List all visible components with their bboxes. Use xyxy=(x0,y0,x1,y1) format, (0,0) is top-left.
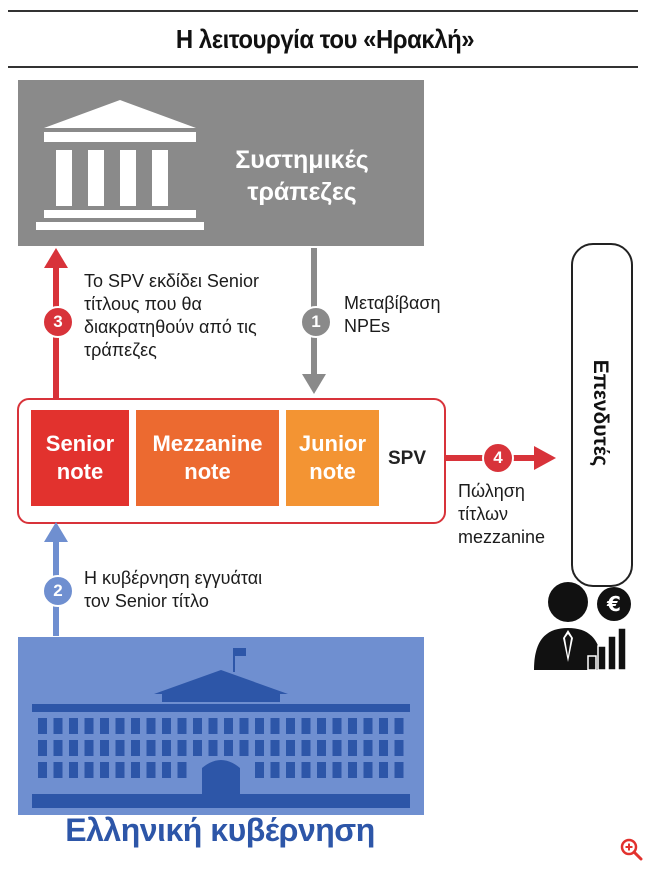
government-window xyxy=(270,740,280,756)
investors-box xyxy=(571,243,633,587)
government-window xyxy=(394,718,404,734)
government-window xyxy=(115,718,125,734)
government-window xyxy=(162,762,171,778)
government-window xyxy=(255,718,264,734)
step4-text: Πώληση τίτλων mezzanine xyxy=(458,481,546,547)
banks-box xyxy=(18,80,424,246)
bank-building-icon xyxy=(36,100,204,230)
government-window xyxy=(177,740,187,756)
government-window xyxy=(38,762,47,778)
government-window xyxy=(69,718,78,734)
step3-text: Το SPV εκδίδει Senior τίτλους που θα δια… xyxy=(84,271,259,360)
government-window xyxy=(100,762,109,778)
spv-label: SPV xyxy=(388,448,427,469)
government-windows xyxy=(38,718,404,794)
government-window xyxy=(38,718,47,734)
step2-badge: 2 xyxy=(42,575,74,607)
government-window xyxy=(332,718,342,734)
government-window xyxy=(286,740,295,756)
tranche-junior: Junior note xyxy=(286,410,379,506)
government-window xyxy=(317,718,326,734)
government-window xyxy=(363,740,373,756)
government-window xyxy=(348,762,357,778)
government-door xyxy=(202,760,240,794)
government-window xyxy=(317,762,326,778)
government-window xyxy=(301,762,311,778)
government-window xyxy=(379,740,388,756)
government-window xyxy=(286,762,295,778)
parliament-building-icon xyxy=(32,648,410,808)
government-window xyxy=(348,740,357,756)
government-window xyxy=(177,762,187,778)
tranche-senior: Senior note xyxy=(31,410,129,506)
government-window xyxy=(224,718,233,734)
government-window xyxy=(208,740,218,756)
government-window xyxy=(162,740,171,756)
government-window xyxy=(239,740,249,756)
government-window xyxy=(53,762,63,778)
government-window xyxy=(394,740,404,756)
government-window xyxy=(146,740,156,756)
government-window xyxy=(84,718,94,734)
government-window xyxy=(270,762,280,778)
government-window xyxy=(270,718,280,734)
zoom-in-icon[interactable] xyxy=(619,837,643,861)
tranche-mezzanine-label: Mezzanine note xyxy=(152,431,263,484)
step4-badge: 4 xyxy=(482,442,514,474)
government-window xyxy=(363,718,373,734)
step1-badge: 1 xyxy=(300,306,332,338)
banks-label: Συστημικές τράπεζες xyxy=(235,146,369,206)
government-window xyxy=(208,718,218,734)
government-label: Ελληνική κυβέρνηση xyxy=(65,812,375,848)
government-window xyxy=(131,718,140,734)
government-window xyxy=(239,718,249,734)
government-window xyxy=(394,762,404,778)
government-window xyxy=(301,718,311,734)
investor-icon: € xyxy=(534,582,631,671)
step1-text: Μεταβίβαση NPEs xyxy=(344,293,441,336)
government-window xyxy=(255,740,264,756)
government-window xyxy=(100,740,109,756)
title-rule-bottom xyxy=(8,66,638,68)
government-window xyxy=(317,740,326,756)
title-rule-top xyxy=(8,10,638,12)
government-window xyxy=(193,718,202,734)
government-window xyxy=(162,718,171,734)
step2-text: Η κυβέρνηση εγγυάται τον Senior τίτλο xyxy=(84,568,263,611)
government-window xyxy=(131,762,140,778)
government-window xyxy=(69,740,78,756)
government-window xyxy=(379,762,388,778)
government-window xyxy=(115,762,125,778)
government-window xyxy=(84,762,94,778)
government-window xyxy=(193,740,202,756)
government-window xyxy=(363,762,373,778)
government-window xyxy=(348,718,357,734)
svg-text:€: € xyxy=(606,592,621,616)
government-window xyxy=(38,740,47,756)
government-window xyxy=(332,740,342,756)
government-window xyxy=(255,762,264,778)
government-window xyxy=(286,718,295,734)
investors-label: Επενδυτές xyxy=(589,359,612,467)
government-window xyxy=(146,718,156,734)
government-window xyxy=(332,762,342,778)
tranche-mezzanine: Mezzanine note xyxy=(136,410,279,506)
government-window xyxy=(84,740,94,756)
government-window xyxy=(53,740,63,756)
government-window xyxy=(100,718,109,734)
government-window xyxy=(177,718,187,734)
government-window xyxy=(146,762,156,778)
step3-badge: 3 xyxy=(42,306,74,338)
page-title: Η λειτουργία του «Ηρακλή» xyxy=(175,24,475,54)
government-window xyxy=(69,762,78,778)
tranche-senior-label: Senior note xyxy=(45,431,115,484)
government-window xyxy=(224,740,233,756)
government-window xyxy=(301,740,311,756)
government-window xyxy=(379,718,388,734)
government-window xyxy=(115,740,125,756)
government-window xyxy=(53,718,63,734)
government-window xyxy=(131,740,140,756)
tranche-junior-label: Junior note xyxy=(298,431,367,484)
